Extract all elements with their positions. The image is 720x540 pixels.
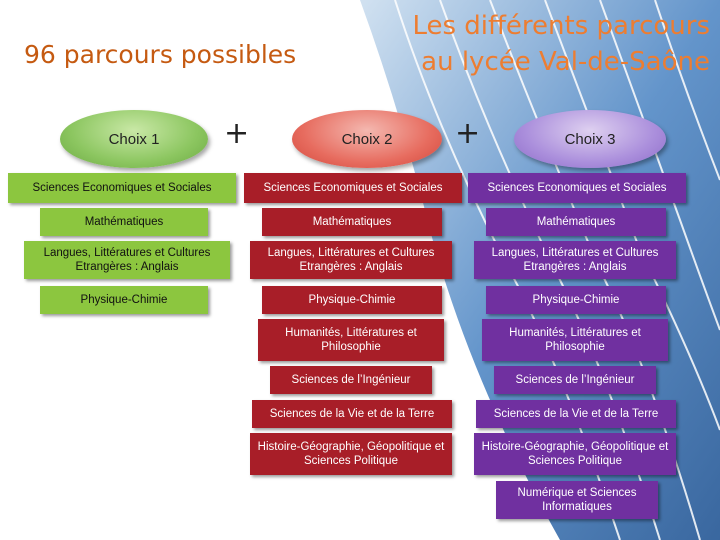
title-parcours-count: 96 parcours possibles <box>24 40 297 69</box>
plus-symbol-1: + <box>224 116 250 151</box>
plus-symbol-2: + <box>455 116 481 151</box>
choice-1-oval: Choix 1 <box>60 110 208 168</box>
col3-ses: Sciences Economiques et Sociales <box>468 173 686 203</box>
col1-maths: Mathématiques <box>40 208 208 236</box>
col3-llce: Langues, Littératures et Cultures Etrang… <box>474 241 676 279</box>
col2-pc: Physique-Chimie <box>262 286 442 314</box>
col3-hggsp: Histoire-Géographie, Géopolitique et Sci… <box>474 433 676 475</box>
col3-maths: Mathématiques <box>486 208 666 236</box>
main-title-line2: au lycée Val-de-Saône <box>421 47 710 77</box>
col1-llce: Langues, Littératures et Cultures Etrang… <box>24 241 230 279</box>
col3-hlp: Humanités, Littératures et Philosophie <box>482 319 668 361</box>
main-title-line1: Les différents parcours <box>412 11 710 41</box>
col2-svt: Sciences de la Vie et de la Terre <box>252 400 452 428</box>
main-title: Les différents parcours au lycée Val-de-… <box>380 8 710 80</box>
col3-pc: Physique-Chimie <box>486 286 666 314</box>
col2-ses: Sciences Economiques et Sociales <box>244 173 462 203</box>
col2-hlp: Humanités, Littératures et Philosophie <box>258 319 444 361</box>
col3-svt: Sciences de la Vie et de la Terre <box>476 400 676 428</box>
col2-hggsp: Histoire-Géographie, Géopolitique et Sci… <box>250 433 452 475</box>
col2-si: Sciences de l’Ingénieur <box>270 366 432 394</box>
col3-nsi: Numérique et Sciences Informatiques <box>496 481 658 519</box>
col2-llce: Langues, Littératures et Cultures Etrang… <box>250 241 452 279</box>
col3-si: Sciences de l’Ingénieur <box>494 366 656 394</box>
col1-ses: Sciences Economiques et Sociales <box>8 173 236 203</box>
col1-pc: Physique-Chimie <box>40 286 208 314</box>
col2-maths: Mathématiques <box>262 208 442 236</box>
choice-2-oval: Choix 2 <box>292 110 442 168</box>
choice-3-oval: Choix 3 <box>514 110 666 168</box>
